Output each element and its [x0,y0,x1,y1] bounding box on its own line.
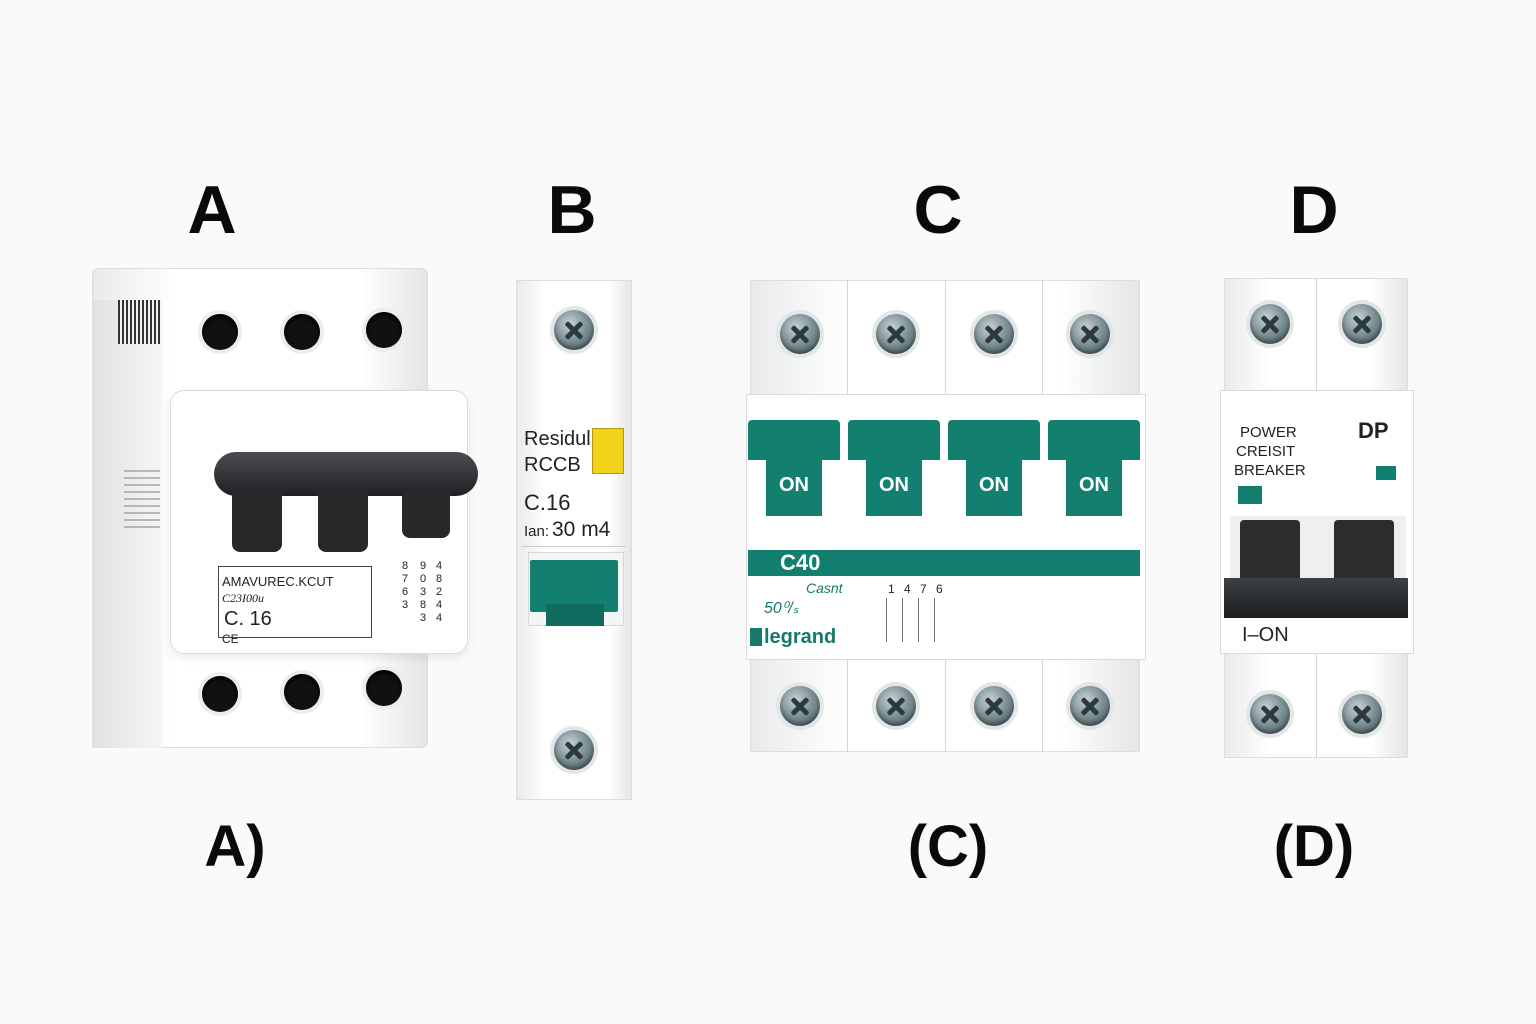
breaker-b-toggle[interactable] [530,560,618,612]
breaker-a-numbers-col-2: 9 0 3 8 3 [420,560,427,624]
breaker-b-divider [522,546,626,547]
breaker-d-handle-2[interactable] [1334,520,1394,582]
breaker-c-screw-bottom-2 [876,686,916,726]
breaker-c-switch-1[interactable] [766,458,822,516]
breaker-c-terminal-2: 4 [904,582,911,596]
breaker-d-screw-top-2 [1342,304,1382,344]
breaker-c-switch-cap-2[interactable] [848,420,940,460]
breaker-b-ian-prefix: Ian: [524,523,550,540]
breaker-b-line2: RCCB [524,454,581,476]
breaker-c-screw-top-2 [876,314,916,354]
breaker-a-vent [118,300,160,344]
breaker-c-switch-cap-1[interactable] [748,420,840,460]
breaker-b-screw-bottom [554,730,594,770]
breaker-c-logo-mark [750,628,762,646]
breaker-c-rating-band [748,550,1140,576]
breaker-a-side-marking [124,470,160,530]
breaker-c-rating: C40 [780,550,821,575]
breaker-c-switch-1-label: ON [779,474,809,496]
breaker-d-screw-bottom-1 [1250,694,1290,734]
breaker-a-label-box [218,566,372,638]
breaker-a-terminal-bottom-3 [366,670,402,706]
breaker-c-terminal-4: 6 [936,582,943,596]
breaker-d-screw-top-1 [1250,304,1290,344]
breaker-c-screw-bottom-4 [1070,686,1110,726]
label-c-bottom: (C) [907,814,989,879]
breaker-d-handle-1[interactable] [1240,520,1300,582]
label-a-top: A [187,172,237,248]
breaker-c-switch-2-label: ON [879,474,909,496]
breaker-d-screw-bottom-2 [1342,694,1382,734]
breaker-c-switch-cap-3[interactable] [948,420,1040,460]
breaker-a-terminal-top-1 [202,314,238,350]
breaker-c-sub-label: Casnt [806,580,843,596]
breaker-b-ian-value: 30 m4 [552,518,611,541]
breaker-a-numbers-col-1: 8 7 6 3 [402,560,409,611]
breaker-a-line2: C23I00u [222,591,264,605]
breaker-b-rating: C.16 [524,490,571,515]
breaker-c-screw-top-1 [780,314,820,354]
breaker-b-body [516,280,632,800]
breaker-d-line1: POWER [1240,424,1297,441]
breaker-a-terminal-bottom-1 [202,676,238,712]
breaker-c-switch-4-label: ON [1079,474,1109,496]
breaker-a-ce-mark: CE [222,632,239,646]
breaker-d-handle-bar[interactable] [1224,578,1408,618]
breaker-b-line1: Residul [524,428,591,450]
breaker-c-brand-logo: legrand [764,626,837,648]
breaker-a-handle-bar[interactable] [214,452,478,496]
breaker-c-screw-bottom-3 [974,686,1014,726]
label-b-top: B [547,172,597,248]
breaker-c-wiring-diagram [886,598,946,642]
breaker-a-line1: AMAVUREC.KCUT [222,574,334,589]
breaker-c-switch-4[interactable] [1066,458,1122,516]
breaker-c-switch-2[interactable] [866,458,922,516]
breaker-d-type: DP [1358,418,1389,443]
breaker-a-handle-3[interactable] [402,492,450,538]
label-d-top: D [1289,172,1339,248]
breaker-c-switch-3-label: ON [979,474,1009,496]
breaker-d-state: I–ON [1242,624,1289,646]
breaker-c-terminal-1: 1 [888,582,895,596]
breaker-c-screw-bottom-1 [780,686,820,726]
breaker-b-screw-top [554,310,594,350]
breaker-a-terminal-bottom-2 [284,674,320,710]
breaker-b-test-indicator[interactable] [592,428,624,474]
breaker-a-terminal-top-2 [284,314,320,350]
breaker-c-screw-top-4 [1070,314,1110,354]
breaker-d-indicator-2 [1376,466,1396,480]
breaker-c-switch-3[interactable] [966,458,1022,516]
breaker-a-handle-2[interactable] [318,492,368,552]
breaker-a-handle-1[interactable] [232,492,282,552]
breaker-a-rating: C. 16 [224,608,272,630]
breaker-c-screw-top-3 [974,314,1014,354]
breaker-a-terminal-top-3 [366,312,402,348]
breaker-c-terminal-3: 7 [920,582,927,596]
breaker-a-numbers-col-3: 4 8 2 4 4 [436,560,443,624]
breaker-c-switch-cap-4[interactable] [1048,420,1140,460]
breaker-d-line3: BREAKER [1234,462,1306,479]
breaker-d-line2: CREISIT [1236,443,1296,460]
label-a-bottom: A) [204,814,266,879]
breaker-d-indicator-1 [1238,486,1262,504]
breaker-c-frequency: 50⁰/ₛ [764,600,799,617]
label-d-bottom: (D) [1273,814,1355,879]
breaker-b-toggle-stem [546,604,604,626]
label-c-top: C [913,172,963,248]
